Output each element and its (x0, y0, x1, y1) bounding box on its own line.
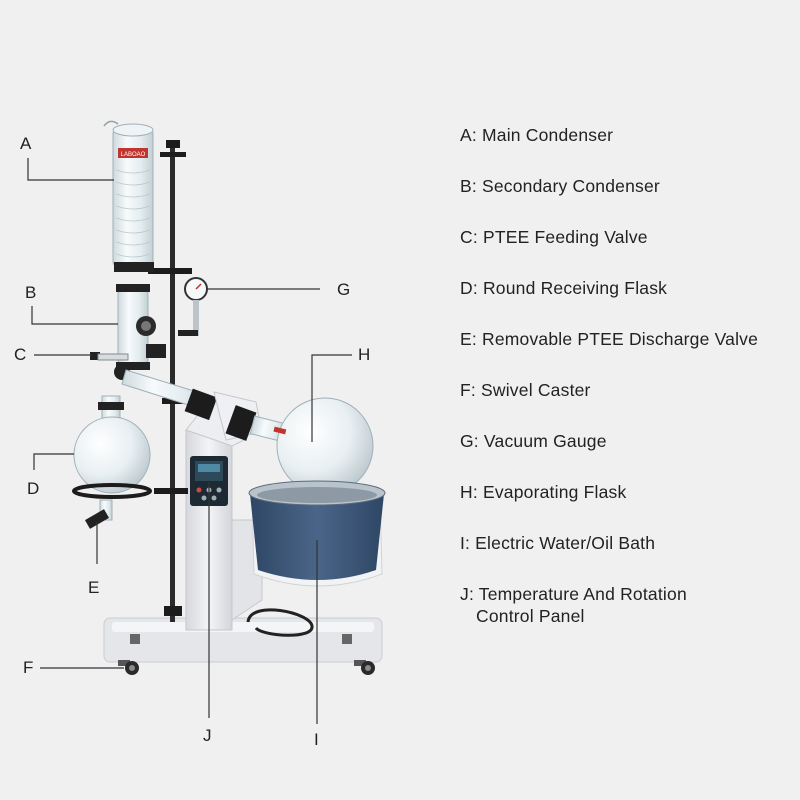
discharge-valve (84, 499, 113, 529)
legend-item-f: F: Swivel Caster (460, 380, 591, 400)
parts-legend: A: Main Condenser B: Secondary Condenser… (460, 124, 795, 634)
callout-e: E (88, 578, 100, 597)
callout-f: F (23, 658, 34, 677)
power-cord (246, 608, 314, 637)
receiving-flask (72, 395, 152, 499)
swivel-caster-right (354, 660, 375, 675)
machine-base (103, 617, 383, 663)
legend-item-j: J: Temperature And Rotation Control Pane… (460, 583, 795, 634)
swivel-caster-left (118, 660, 139, 675)
main-condenser: LABOAO (103, 120, 154, 272)
callout-j: J (203, 726, 212, 745)
vacuum-gauge (178, 277, 208, 336)
rotation-motor (213, 391, 263, 441)
legend-item-b: B: Secondary Condenser (460, 176, 660, 196)
vapor-duct (121, 369, 218, 421)
callout-a: A (20, 134, 32, 153)
callout-g: G (337, 280, 351, 299)
legend-item-e: E: Removable PTEE Discharge Valve (460, 329, 759, 349)
brand-label: LABOAO (121, 152, 146, 158)
legend-item-i: I: Electric Water/Oil Bath (460, 533, 656, 553)
callout-i: I (314, 730, 319, 749)
callout-d: D (27, 479, 40, 498)
callout-b: B (25, 283, 37, 302)
legend-item-j-line1: J: Temperature And Rotation (460, 584, 687, 604)
legend-item-a: A: Main Condenser (460, 125, 614, 145)
legend-item-g: G: Vacuum Gauge (460, 431, 607, 451)
legend-item-h: H: Evaporating Flask (460, 482, 627, 502)
legend-item-d: D: Round Receiving Flask (460, 278, 668, 298)
evaporating-flask (249, 397, 374, 495)
legend-item-c: C: PTEE Feeding Valve (460, 227, 648, 247)
control-panel (190, 456, 228, 506)
leader-lines (27, 158, 352, 724)
callout-c: C (14, 345, 27, 364)
callout-h: H (358, 345, 371, 364)
secondary-condenser (116, 284, 166, 370)
legend-item-j-line2: Control Panel (476, 606, 585, 626)
